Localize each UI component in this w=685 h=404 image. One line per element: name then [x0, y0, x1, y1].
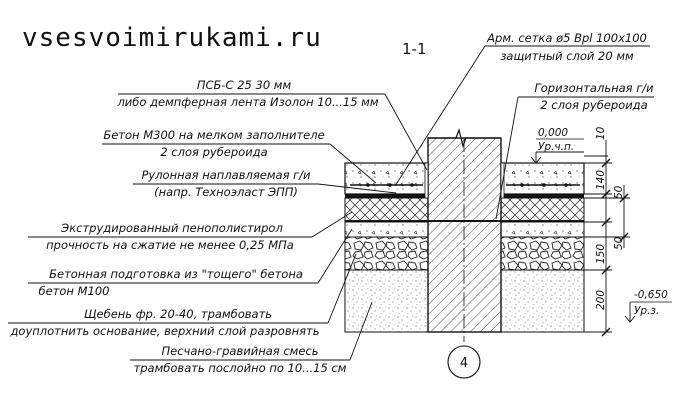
dimension-200: 200 [595, 290, 607, 310]
label-sand-title: Песчано-гравийная смесь [161, 344, 318, 358]
axis-label: 4 [460, 356, 468, 371]
level-top-value: 0,000 [538, 127, 568, 139]
label-gravel-note: доуплотнить основание, верхний слой разр… [9, 324, 319, 338]
label-lean-concrete-note: бетон М100 [39, 284, 110, 298]
label-horizontal-waterproof-note: 2 слоя рубероида [540, 98, 647, 112]
level-mark-bottom: -0,650 Ур.з. [624, 289, 672, 323]
watermark-text: vsesvoimirukami.ru [22, 23, 322, 53]
label-gravel-title: Щебень фр. 20-40, трамбовать [84, 307, 272, 321]
left-callouts [8, 93, 428, 361]
dimension-10: 10 [595, 126, 607, 140]
label-damper-note: либо демпферная лента Изолон 10...15 мм [116, 95, 378, 109]
label-xps-title: Экструдированный пенополистирол [60, 221, 283, 235]
axis-marker [447, 345, 481, 379]
floor-build-up-right [500, 162, 585, 333]
label-waterproof-note: (напр. Техноэласт ЭПП) [154, 185, 298, 199]
dimension-50-top: 50 [613, 185, 625, 199]
dimension-140: 140 [595, 170, 607, 190]
label-slab-title: Бетон М300 на мелком заполнителе [103, 128, 324, 142]
dimension-chain [584, 140, 630, 337]
level-bottom-value: -0,650 [634, 289, 668, 301]
level-bottom-label: Ур.з. [634, 305, 659, 317]
level-top-label: Ур.ч.п. [538, 141, 574, 153]
label-lean-concrete-title: Бетонная подготовка из "тощего" бетона [49, 267, 303, 281]
label-waterproof-title: Рулонная наплавляемая г/и [141, 168, 311, 182]
label-horizontal-waterproof-title: Горизонтальная г/и [534, 81, 654, 95]
section-mark: 1-1 [402, 40, 427, 58]
label-mesh-note: защитный слой 20 мм [500, 49, 634, 63]
level-mark-top: 0,000 Ур.ч.п. [530, 127, 584, 164]
label-sand-note: трамбовать послойно по 10...15 см [134, 361, 347, 375]
foundation-wall [345, 127, 584, 342]
label-xps-note: прочность на сжатие не менее 0,25 МПа [46, 238, 294, 252]
label-damper-title: ПСБ-С 25 30 мм [197, 78, 292, 92]
dimension-50-bottom: 50 [613, 236, 625, 250]
label-mesh-title: Арм. сетка ø5 Bpl 100x100 [486, 31, 647, 45]
label-slab-note: 2 слоя рубероида [160, 145, 267, 159]
dimension-150: 150 [595, 244, 607, 264]
right-callouts [394, 45, 654, 220]
